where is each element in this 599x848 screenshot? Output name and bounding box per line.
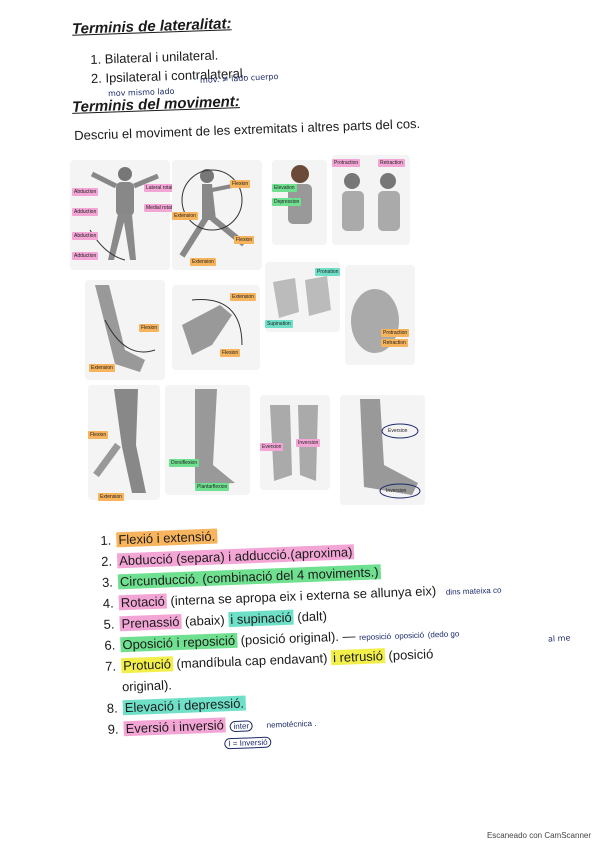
label-dorsiflexion: Dorsiflexion <box>169 459 200 467</box>
label-eversion-2: Eversion <box>388 428 408 434</box>
intro-text: Descriu el moviment de les extremitats i… <box>74 115 421 143</box>
note-opposition: oposició <box>394 630 425 641</box>
label-extension-1: Extension <box>172 212 198 220</box>
note-inter: inter <box>229 720 254 733</box>
highlight-text-2: i supinació <box>228 609 294 628</box>
label-adduction-2: Adduction <box>72 252 99 260</box>
label-inversion-1: Inversion <box>296 439 321 447</box>
arm-silhouette-icon <box>95 285 156 372</box>
figure-foot-eversion: Eversion Inversion <box>260 395 330 490</box>
label-eversion-1: Eversion <box>260 443 284 451</box>
highlight-text: Oposició i reposició <box>120 632 238 653</box>
label-inversion-2: Inversion <box>386 488 407 494</box>
label-protraction-1: Protraction <box>332 159 361 167</box>
figure-jaw-protraction: Protraction Retraction <box>345 265 415 365</box>
figure-shoulder-protraction: Protraction Retraction <box>332 155 410 245</box>
label-plantarflexion: Plantarflexion <box>195 483 230 491</box>
label-flexion-5: Flexion <box>88 431 109 439</box>
label-flexion-4: Flexion <box>220 349 241 357</box>
highlight-text-2: i retrusió <box>330 648 386 666</box>
label-abduction-2: Abduction <box>72 232 99 240</box>
highlight-text: Protució <box>120 656 174 674</box>
body-silhouette-icon <box>89 167 159 261</box>
highlight-text: Rotació <box>118 593 168 611</box>
label-adduction-1: Adduction <box>72 208 99 216</box>
movement-list: 1.Flexió i extensió. 2.Abducció (separa)… <box>100 515 507 754</box>
note-mnemonic: nemotécnica . <box>266 718 317 730</box>
label-flexion-1: Flexion <box>230 180 251 188</box>
label-supination-1: Supination <box>265 320 293 328</box>
figure-ankle-dorsiflexion: Dorsiflexion Plantarflexion <box>165 385 250 495</box>
label-extension-2: Extension <box>190 258 216 266</box>
plain-text: (posició <box>384 646 434 664</box>
label-extension-4: Extension <box>230 293 256 301</box>
label-depression: Depression <box>272 198 302 206</box>
plain-text: (abaix) <box>181 612 229 629</box>
note-same-plane: dins mateixa co <box>445 585 502 597</box>
label-retraction-1: Retraction <box>378 159 405 167</box>
plain-text: (posició original). — <box>236 628 356 648</box>
heading-movement: Terminis del moviment: <box>71 93 241 116</box>
figure-hand-flexion: Extension Flexion <box>172 285 260 370</box>
back-silhouette-icon <box>342 173 400 231</box>
highlight-text: Flexió i extensió. <box>116 528 218 548</box>
label-elevation: Elevation <box>272 184 297 192</box>
leg-silhouette-icon <box>93 389 146 493</box>
figure-body-abduction: Abduction Adduction Lateral rotation Med… <box>70 160 182 270</box>
figure-foot-inversion: Eversion Inversion <box>340 395 425 505</box>
figure-forearm-pronation: Supination Pronation <box>265 262 341 332</box>
label-extension-3: Extension <box>89 364 115 372</box>
face-silhouette-icon <box>351 289 399 353</box>
note-i-inversio: I = Inversió <box>224 736 272 750</box>
foot-silhouette-icon <box>360 399 421 499</box>
note-reposition: reposició <box>358 631 392 643</box>
hand-silhouette-icon <box>182 299 243 355</box>
highlight-text: Prenassió <box>119 613 182 632</box>
note-finger-2: al me <box>547 633 571 644</box>
lower-leg-silhouette-icon <box>195 389 235 485</box>
label-pronation-1: Pronation <box>315 268 341 276</box>
figure-body-flexion: Flexion Extension Flexion Extension <box>172 160 262 270</box>
note-finger: (dedo go <box>427 629 460 640</box>
highlight-text: Elevació i depressió. <box>122 695 247 716</box>
figure-wrist-flexion: Flexion Extension <box>85 280 165 380</box>
heading-laterality: Terminis de lateralitat: <box>71 15 232 38</box>
label-medial-rotation: Medial rotation <box>144 204 181 212</box>
figure-shoulder-elevation: Elevation Depression <box>272 160 327 245</box>
figure-knee-flexion: Flexion Extension <box>88 385 160 501</box>
hands-silhouette-icon <box>273 276 331 318</box>
highlight-text: Eversió i inversió <box>123 717 227 737</box>
plain-text: (dalt) <box>293 608 328 625</box>
label-abduction-1: Abduction <box>72 188 99 196</box>
scanner-watermark: Escaneado con CamScanner <box>486 831 591 840</box>
label-flexion-2: Flexion <box>234 236 255 244</box>
label-flexion-3: Flexion <box>139 324 160 332</box>
plain-text: original). <box>121 677 173 695</box>
label-protraction-2: Protraction <box>381 329 410 337</box>
label-retraction-2: Retraction <box>381 339 408 347</box>
label-lateral-rotation: Lateral rotation <box>144 184 182 192</box>
label-extension-5: Extension <box>98 493 124 501</box>
